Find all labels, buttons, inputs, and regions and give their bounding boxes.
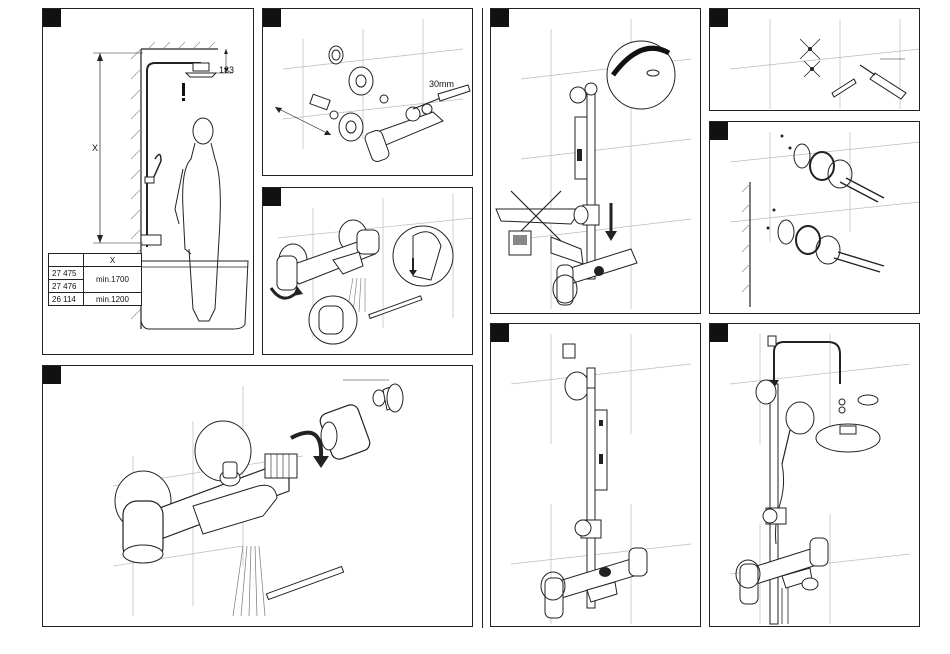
panel-rail-mounting [490, 8, 701, 314]
panel-thermostat-assembly [42, 365, 473, 627]
dimension-label-x: X [92, 143, 98, 153]
page-divider [482, 8, 483, 628]
connection-fitting-drawing [263, 9, 473, 176]
spec-value: min.1700 [84, 267, 142, 293]
drilling-drawing [710, 9, 920, 111]
rail-attach-drawing [491, 324, 701, 627]
dimension-label-ceiling-gap: 133 [219, 65, 234, 75]
spec-model: 26 114 [49, 293, 84, 306]
fittings-exploded-drawing [710, 122, 920, 314]
complete-assembly-drawing [710, 324, 920, 627]
panel-drilling [709, 8, 920, 111]
thermostat-setting-drawing [263, 188, 473, 355]
height-spec-table: X 27 475 min.1700 27 476 26 114 min.1200 [48, 253, 142, 306]
spec-value: min.1200 [84, 293, 142, 306]
panel-thermostat-setting [262, 187, 473, 355]
spec-model: 27 476 [49, 280, 84, 293]
panel-connection-fitting: 30mm [262, 8, 473, 176]
rail-mounting-drawing [491, 9, 701, 314]
panel-rail-attach [490, 323, 701, 627]
panel-complete-assembly [709, 323, 920, 627]
spanner-size-label: 30mm [429, 79, 454, 89]
panel-installation-height: X 133 X 27 475 min.1700 27 476 26 114 mi… [42, 8, 254, 355]
thermostat-assembly-drawing [43, 366, 473, 627]
spec-model: 27 475 [49, 267, 84, 280]
spec-table-header: X [84, 254, 142, 267]
panel-fittings-exploded [709, 121, 920, 314]
